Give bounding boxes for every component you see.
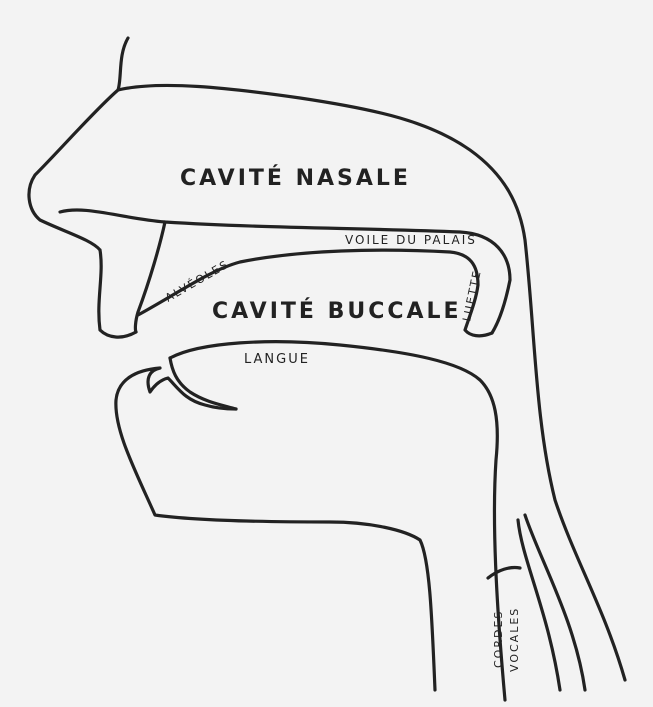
label-vocal-cords-2: VOCALES xyxy=(508,607,521,672)
label-uvula: LUETTE xyxy=(460,268,484,322)
label-vocal-cords-1: CORDES xyxy=(492,610,505,668)
vocal-cords-mark xyxy=(488,567,520,578)
label-nasal-cavity: CAVITÉ NASALE xyxy=(180,165,411,191)
jaw-outline xyxy=(116,368,435,690)
label-alveoli: ALVÉOLES xyxy=(163,258,232,305)
label-soft-palate: VOILE DU PALAIS xyxy=(345,233,477,247)
tongue-tip-outline xyxy=(170,358,236,409)
label-oral-cavity: CAVITÉ BUCCALE xyxy=(212,298,462,324)
trachea-outline xyxy=(518,515,585,690)
label-tongue: LANGUE xyxy=(244,352,310,367)
head-outline xyxy=(29,38,136,337)
